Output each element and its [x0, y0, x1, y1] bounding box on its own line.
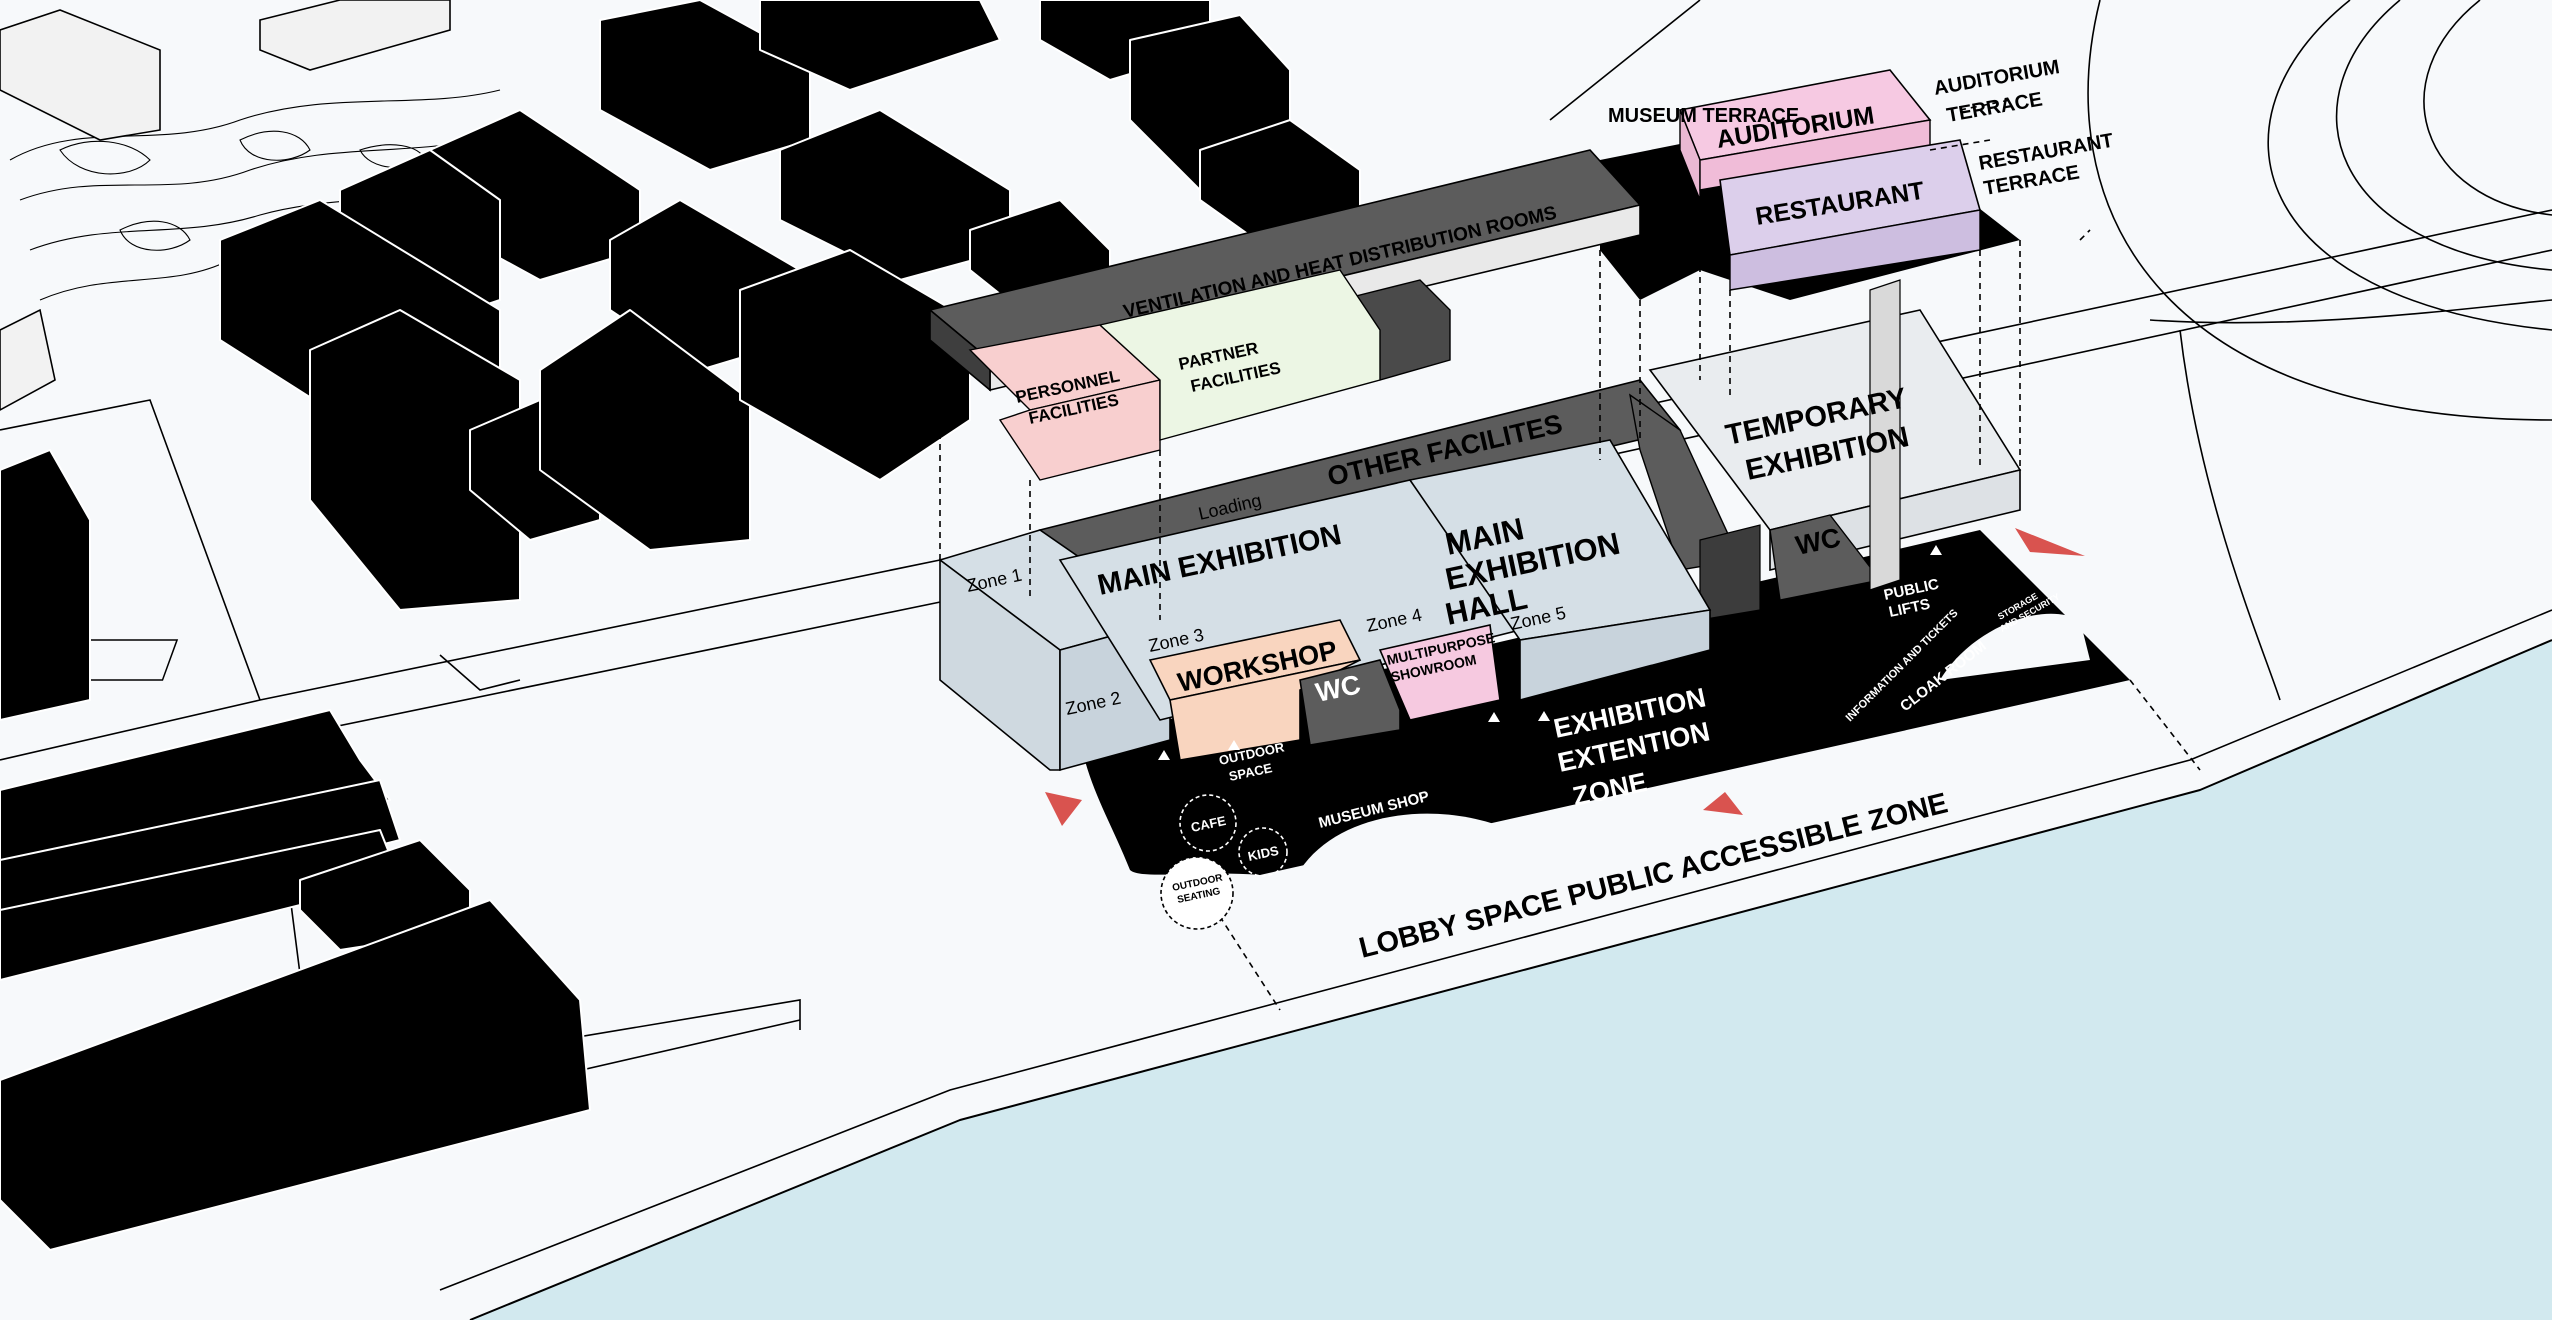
entrance-marker-south — [1703, 792, 1743, 815]
other-facilities-volume — [1038, 379, 1761, 621]
museum-shop-cutout — [1300, 813, 1510, 875]
lobby-circles — [1160, 794, 1288, 930]
entrance-marker-east — [2015, 528, 2085, 556]
water-area — [470, 640, 2552, 1320]
lobby-arc — [1289, 785, 1501, 811]
temporary-exhibition-volume — [1648, 279, 2022, 601]
lobby-floor-plate — [1080, 530, 2130, 875]
staff-volumes — [968, 269, 1381, 481]
label-museum-terrace: MUSEUM TERRACE — [1608, 105, 1799, 127]
label-kids: KIDS — [1247, 843, 1281, 864]
label-cafe: CAFE — [1190, 813, 1228, 835]
quay-edge — [469, 639, 2552, 1320]
auditorium-restaurant-volumes — [1678, 69, 1982, 291]
entrance-marker-west — [1045, 792, 1082, 826]
neighbouring-buildings — [0, 0, 1361, 1251]
outline-houses — [0, 0, 451, 411]
cloak-room-cutout — [1940, 613, 2090, 680]
info-arc — [1819, 589, 1991, 711]
quay-inner-edge — [439, 609, 2552, 1291]
entrance-markers — [1045, 528, 2085, 826]
ground-volumes — [1148, 619, 1501, 761]
